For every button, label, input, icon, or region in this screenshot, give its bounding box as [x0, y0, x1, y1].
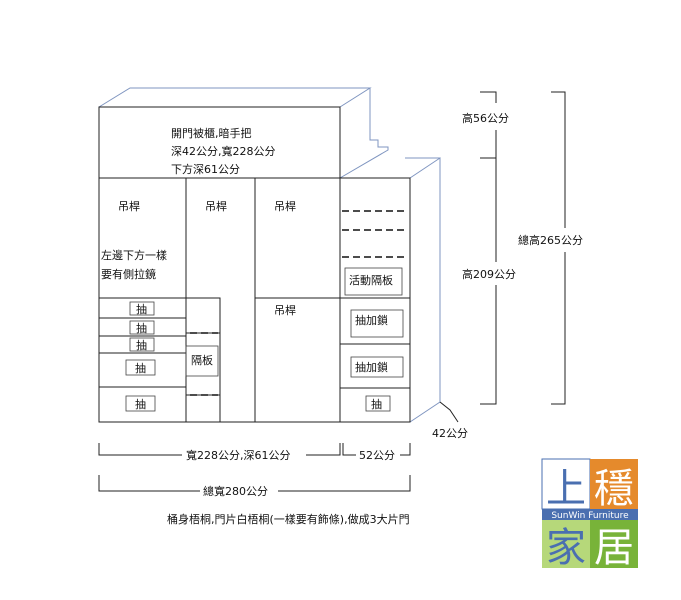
drawer-label-3: 抽 — [136, 338, 147, 352]
cabinet-frame — [98, 106, 411, 423]
lock-drawer-label-1: 抽加鎖 — [355, 313, 388, 327]
dimension-labels: 高56公分 高209公分 總高265公分 42公分 寬228公分,深61公分 5… — [186, 111, 583, 498]
width-total-label: 總寬280公分 — [203, 484, 268, 498]
hang-rod-label-1: 吊桿 — [118, 199, 140, 213]
drawer-label-5: 抽 — [135, 397, 146, 411]
logo-char-2: 穩 — [594, 466, 634, 512]
hang-rod-label-2: 吊桿 — [205, 199, 227, 213]
top-cabinet-line1: 開門被櫃,暗手把 — [171, 126, 252, 140]
drawer-label-6: 抽 — [371, 397, 382, 411]
height-top-label: 高56公分 — [462, 111, 509, 125]
left-note-line2: 要有側拉鏡 — [101, 267, 156, 281]
material-note: 桶身梧桐,門片白梧桐(一樣要有飾條),做成3大片門 — [167, 512, 410, 526]
sunwin-logo: 上 穩 SunWin Furniture 家 居 — [541, 458, 638, 571]
cabinet-labels: 開門被櫃,暗手把 深42公分,寬228公分 下方深61公分 吊桿 吊桿 吊桿 吊… — [101, 126, 393, 411]
hang-rod-label-3: 吊桿 — [274, 199, 296, 213]
left-note-line1: 左邊下方一樣 — [101, 248, 167, 262]
shelf-label: 隔板 — [191, 353, 213, 367]
top-cabinet-line2: 深42公分,寬228公分 — [171, 144, 276, 158]
logo-char-3: 家 — [546, 525, 586, 571]
width-side-label: 52公分 — [359, 449, 395, 462]
height-main-label: 高209公分 — [462, 267, 516, 281]
width-main-label: 寬228公分,深61公分 — [186, 448, 291, 462]
dimension-lines — [98, 91, 566, 492]
depth-side-label: 42公分 — [432, 427, 468, 440]
hang-rod-label-4: 吊桿 — [274, 303, 296, 317]
drawer-boxes — [125, 267, 404, 412]
top-cabinet-line3: 下方深61公分 — [171, 162, 240, 176]
logo-text: SunWin Furniture — [551, 511, 629, 521]
lock-drawer-label-2: 抽加鎖 — [355, 360, 388, 374]
height-total-label: 總高265公分 — [518, 233, 583, 247]
logo-char-4: 居 — [594, 525, 634, 571]
drawer-label-2: 抽 — [136, 321, 147, 335]
logo-char-1: 上 — [546, 466, 586, 512]
drawer-label-4: 抽 — [135, 361, 146, 375]
drawer-label-1: 抽 — [136, 302, 147, 316]
movable-shelf-label: 活動隔板 — [349, 273, 393, 287]
